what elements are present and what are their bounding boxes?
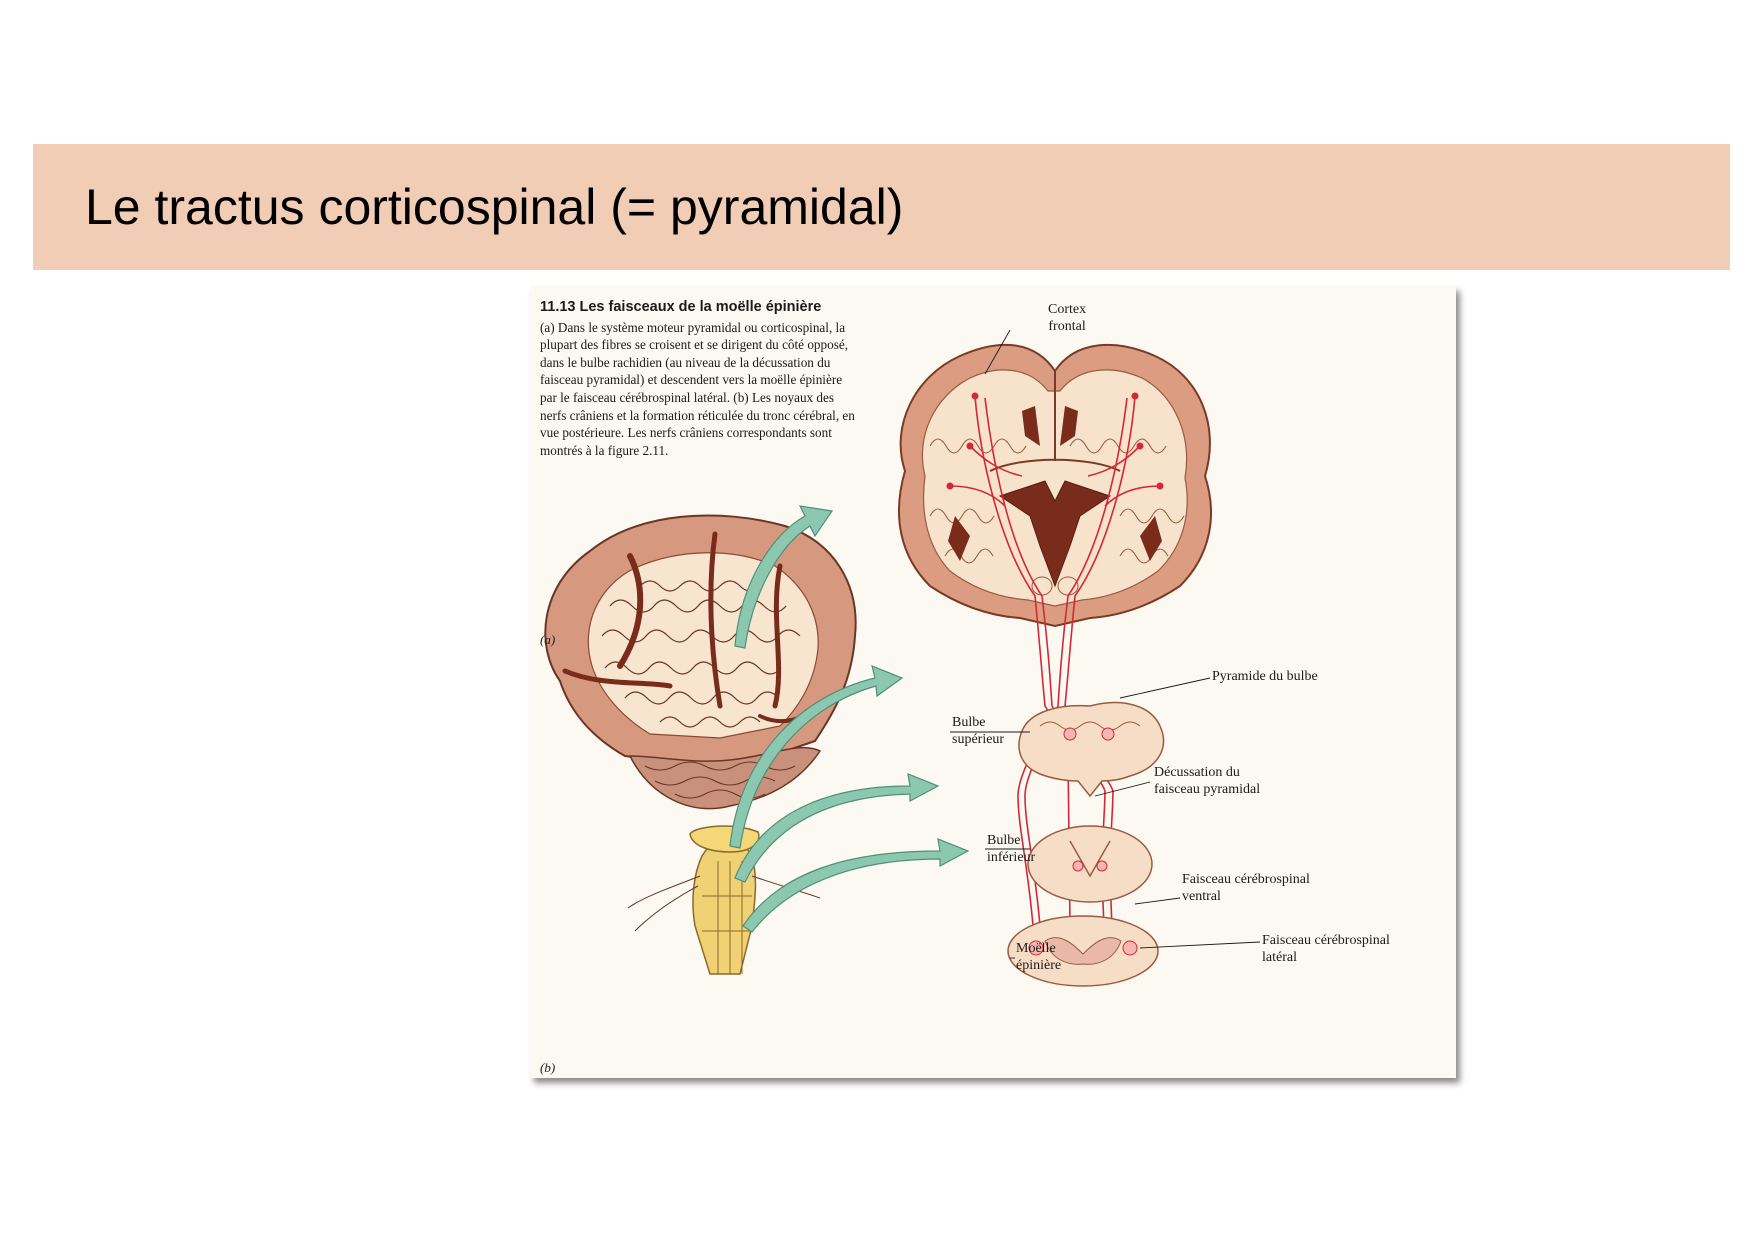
corticospinal-tract-fibers (949, 395, 1161, 927)
label-faisceau-ventral: Faisceau cérébrospinal ventral (1182, 872, 1310, 904)
level-arrows (729, 505, 970, 933)
panel-label-a: (a) (540, 632, 556, 647)
tract-origin-cells (946, 392, 1164, 490)
figure-corticospinal-tract: 11.13 Les faisceaux de la moëlle épinièr… (530, 286, 1456, 1078)
label-bulbe-superieur: Bulbe supérieur (952, 715, 1005, 747)
spinal-cord-section (1007, 915, 1159, 987)
label-decussation: Décussation du faisceau pyramidal (1154, 765, 1261, 797)
diagram-illustration (544, 329, 1261, 987)
label-moelle-epiniere: Moëlle épinière (1016, 941, 1062, 973)
figure-caption: 11.13 Les faisceaux de la moëlle épinièr… (540, 299, 860, 459)
lower-medulla-section (1027, 825, 1153, 903)
label-faisceau-lateral: Faisceau cérébrospinal latéral (1262, 933, 1390, 965)
label-cortex-frontal: Cortex frontal (1048, 302, 1087, 334)
panel-label-b: (b) (540, 1060, 556, 1075)
label-leader-lines (950, 329, 1261, 959)
caption-title: 11.13 Les faisceaux de la moëlle épinièr… (540, 299, 822, 315)
label-bulbe-inferieur: Bulbe inférieur (987, 833, 1036, 865)
label-pyramide-du-bulbe: Pyramide du bulbe (1212, 669, 1318, 684)
upper-medulla-section (1018, 701, 1165, 798)
coronal-brain-section (898, 343, 1212, 628)
caption-text: (a) Dans le système moteur pyramidal ou … (540, 319, 855, 458)
slide-title: Le tractus corticospinal (= pyramidal) (85, 179, 904, 235)
lateral-brain-illustration (544, 514, 857, 975)
title-band: Le tractus corticospinal (= pyramidal) (33, 144, 1730, 270)
